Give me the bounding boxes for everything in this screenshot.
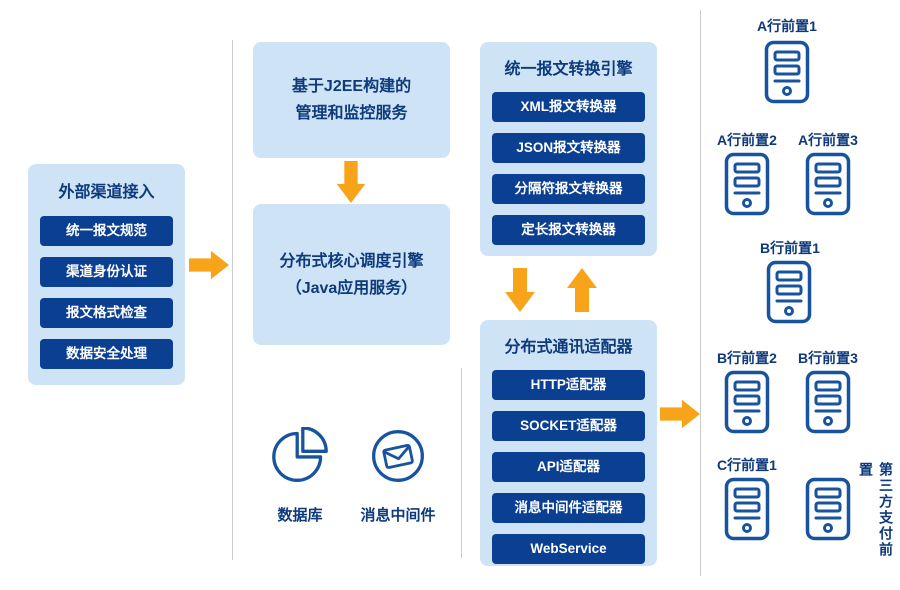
adapter-item-webservice: WebService [492,534,645,564]
left-panel-item-format-check: 报文格式检查 [40,298,173,328]
left-panel-item-identity-auth: 渠道身份认证 [40,257,173,287]
arrow-down-icon [505,268,535,312]
external-channel-title: 外部渠道接入 [58,184,155,201]
message-converter-title: 统一报文转换引擎 [504,61,633,78]
server-b1 [766,260,812,329]
message-converter-panel: 统一报文转换引擎 XML报文转换器 JSON报文转换器 分隔符报文转换器 定长报… [480,42,657,256]
left-panel-item-message-spec: 统一报文规范 [40,216,173,246]
server-icon [766,260,812,324]
core-scheduler-line2: （Java应用服务） [285,279,418,297]
server-a3 [805,152,851,221]
adapter-item-socket: SOCKET适配器 [492,411,645,441]
server-b3 [805,370,851,439]
divider-middle [461,368,462,558]
server-c1 [724,477,770,546]
server-label-a2: A行前置2 [717,132,777,148]
server-icon [724,477,770,541]
adapter-item-mq: 消息中间件适配器 [492,493,645,523]
server-label-b1: B行前置1 [760,240,820,256]
divider-left [232,40,233,560]
converter-item-fixed-length: 定长报文转换器 [492,215,645,245]
left-panel-item-data-security: 数据安全处理 [40,339,173,369]
j2ee-management-line1: 基于J2EE构建的 [291,78,412,95]
converter-item-delimiter: 分隔符报文转换器 [492,174,645,204]
server-icon [805,370,851,434]
server-third-party [805,477,851,546]
external-channel-panel: 外部渠道接入 统一报文规范 渠道身份认证 报文格式检查 数据安全处理 [28,164,185,385]
divider-right [700,10,701,576]
server-icon [724,370,770,434]
comm-adapter-title: 分布式通讯适配器 [504,339,633,356]
server-icon [805,477,851,541]
pie-chart-icon [272,427,328,482]
j2ee-management-line2: 管理和监控服务 [295,105,408,122]
arrow-right-icon [189,250,229,280]
arrow-down-icon [336,161,366,203]
middleware-label: 消息中间件 [360,507,436,524]
message-middleware-icon [372,430,424,482]
adapter-item-http: HTTP适配器 [492,370,645,400]
server-label-b2: B行前置2 [717,350,777,366]
server-icon [805,152,851,216]
server-a2 [724,152,770,221]
j2ee-management-box: 基于J2EE构建的 管理和监控服务 [253,42,450,158]
server-a1 [764,40,810,109]
converter-item-json: JSON报文转换器 [492,133,645,163]
server-b2 [724,370,770,439]
server-label-third-party: 第三方支付前置 [858,462,894,558]
core-scheduler-line1: 分布式核心调度引擎 [279,252,424,270]
server-label-b3: B行前置3 [798,350,858,366]
arrow-up-icon [567,268,597,312]
server-label-a1: A行前置1 [757,18,817,34]
arrow-right-icon [660,399,700,429]
database-label: 数据库 [277,507,323,524]
comm-adapter-panel: 分布式通讯适配器 HTTP适配器 SOCKET适配器 API适配器 消息中间件适… [480,320,657,566]
adapter-item-api: API适配器 [492,452,645,482]
server-label-a3: A行前置3 [798,132,858,148]
server-icon [764,40,810,104]
server-icon [724,152,770,216]
converter-item-xml: XML报文转换器 [492,92,645,122]
core-scheduler-box: 分布式核心调度引擎 （Java应用服务） [253,204,450,345]
server-label-c1: C行前置1 [717,457,777,473]
